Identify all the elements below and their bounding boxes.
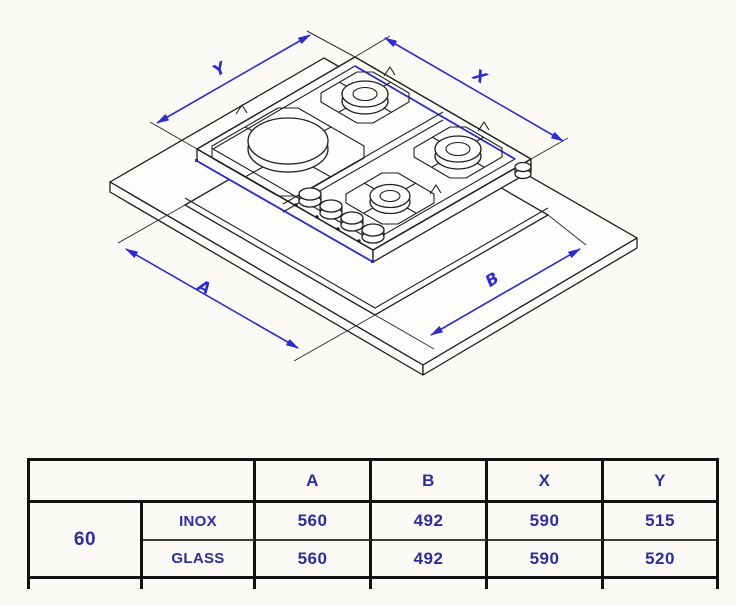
knob — [298, 187, 322, 208]
column-header-B: B — [372, 461, 488, 503]
dimensions-table: A B X Y 60 INOX 560 492 590 515 GLASS 56… — [27, 458, 719, 589]
column-header-A: A — [256, 461, 372, 503]
value-inox-A: 560 — [256, 503, 372, 541]
size-cell: 60 — [30, 503, 143, 579]
finish-glass: GLASS — [143, 541, 256, 579]
dimension-line-A — [125, 248, 299, 349]
value-inox-X: 590 — [488, 503, 604, 541]
value-glass-X: 590 — [488, 541, 604, 579]
knob — [319, 199, 343, 220]
dimension-line-X — [384, 37, 564, 142]
table-stub — [143, 579, 256, 589]
finish-inox: INOX — [143, 503, 256, 541]
dimension-label-A: A — [193, 275, 214, 298]
hob-front-edge-accent — [196, 160, 374, 263]
table-stub — [30, 579, 143, 589]
dimension-line-Y — [156, 34, 311, 124]
value-glass-B: 492 — [372, 541, 488, 579]
column-header-X: X — [488, 461, 604, 503]
value-inox-Y: 515 — [604, 503, 716, 541]
right-rear-burner — [434, 135, 482, 170]
table-stub — [488, 579, 604, 589]
hob-installation-drawing: Y X A B — [109, 30, 638, 376]
gas-inlet — [514, 161, 532, 180]
dimension-label-X: X — [469, 64, 491, 88]
table-stub — [372, 579, 488, 589]
rear-centre-burner — [341, 80, 389, 115]
front-centre-burner — [369, 183, 411, 215]
dimension-line-B — [430, 248, 581, 336]
wok-burner — [247, 117, 329, 173]
knob — [361, 223, 385, 244]
value-glass-Y: 520 — [604, 541, 716, 579]
control-knobs — [294, 187, 385, 244]
value-glass-A: 560 — [256, 541, 372, 579]
header-empty-cell — [30, 461, 256, 503]
table-stub — [256, 579, 372, 589]
knob — [340, 211, 364, 232]
value-inox-B: 492 — [372, 503, 488, 541]
dimension-label-Y: Y — [209, 57, 230, 80]
column-header-Y: Y — [604, 461, 716, 503]
table-stub — [604, 579, 716, 589]
